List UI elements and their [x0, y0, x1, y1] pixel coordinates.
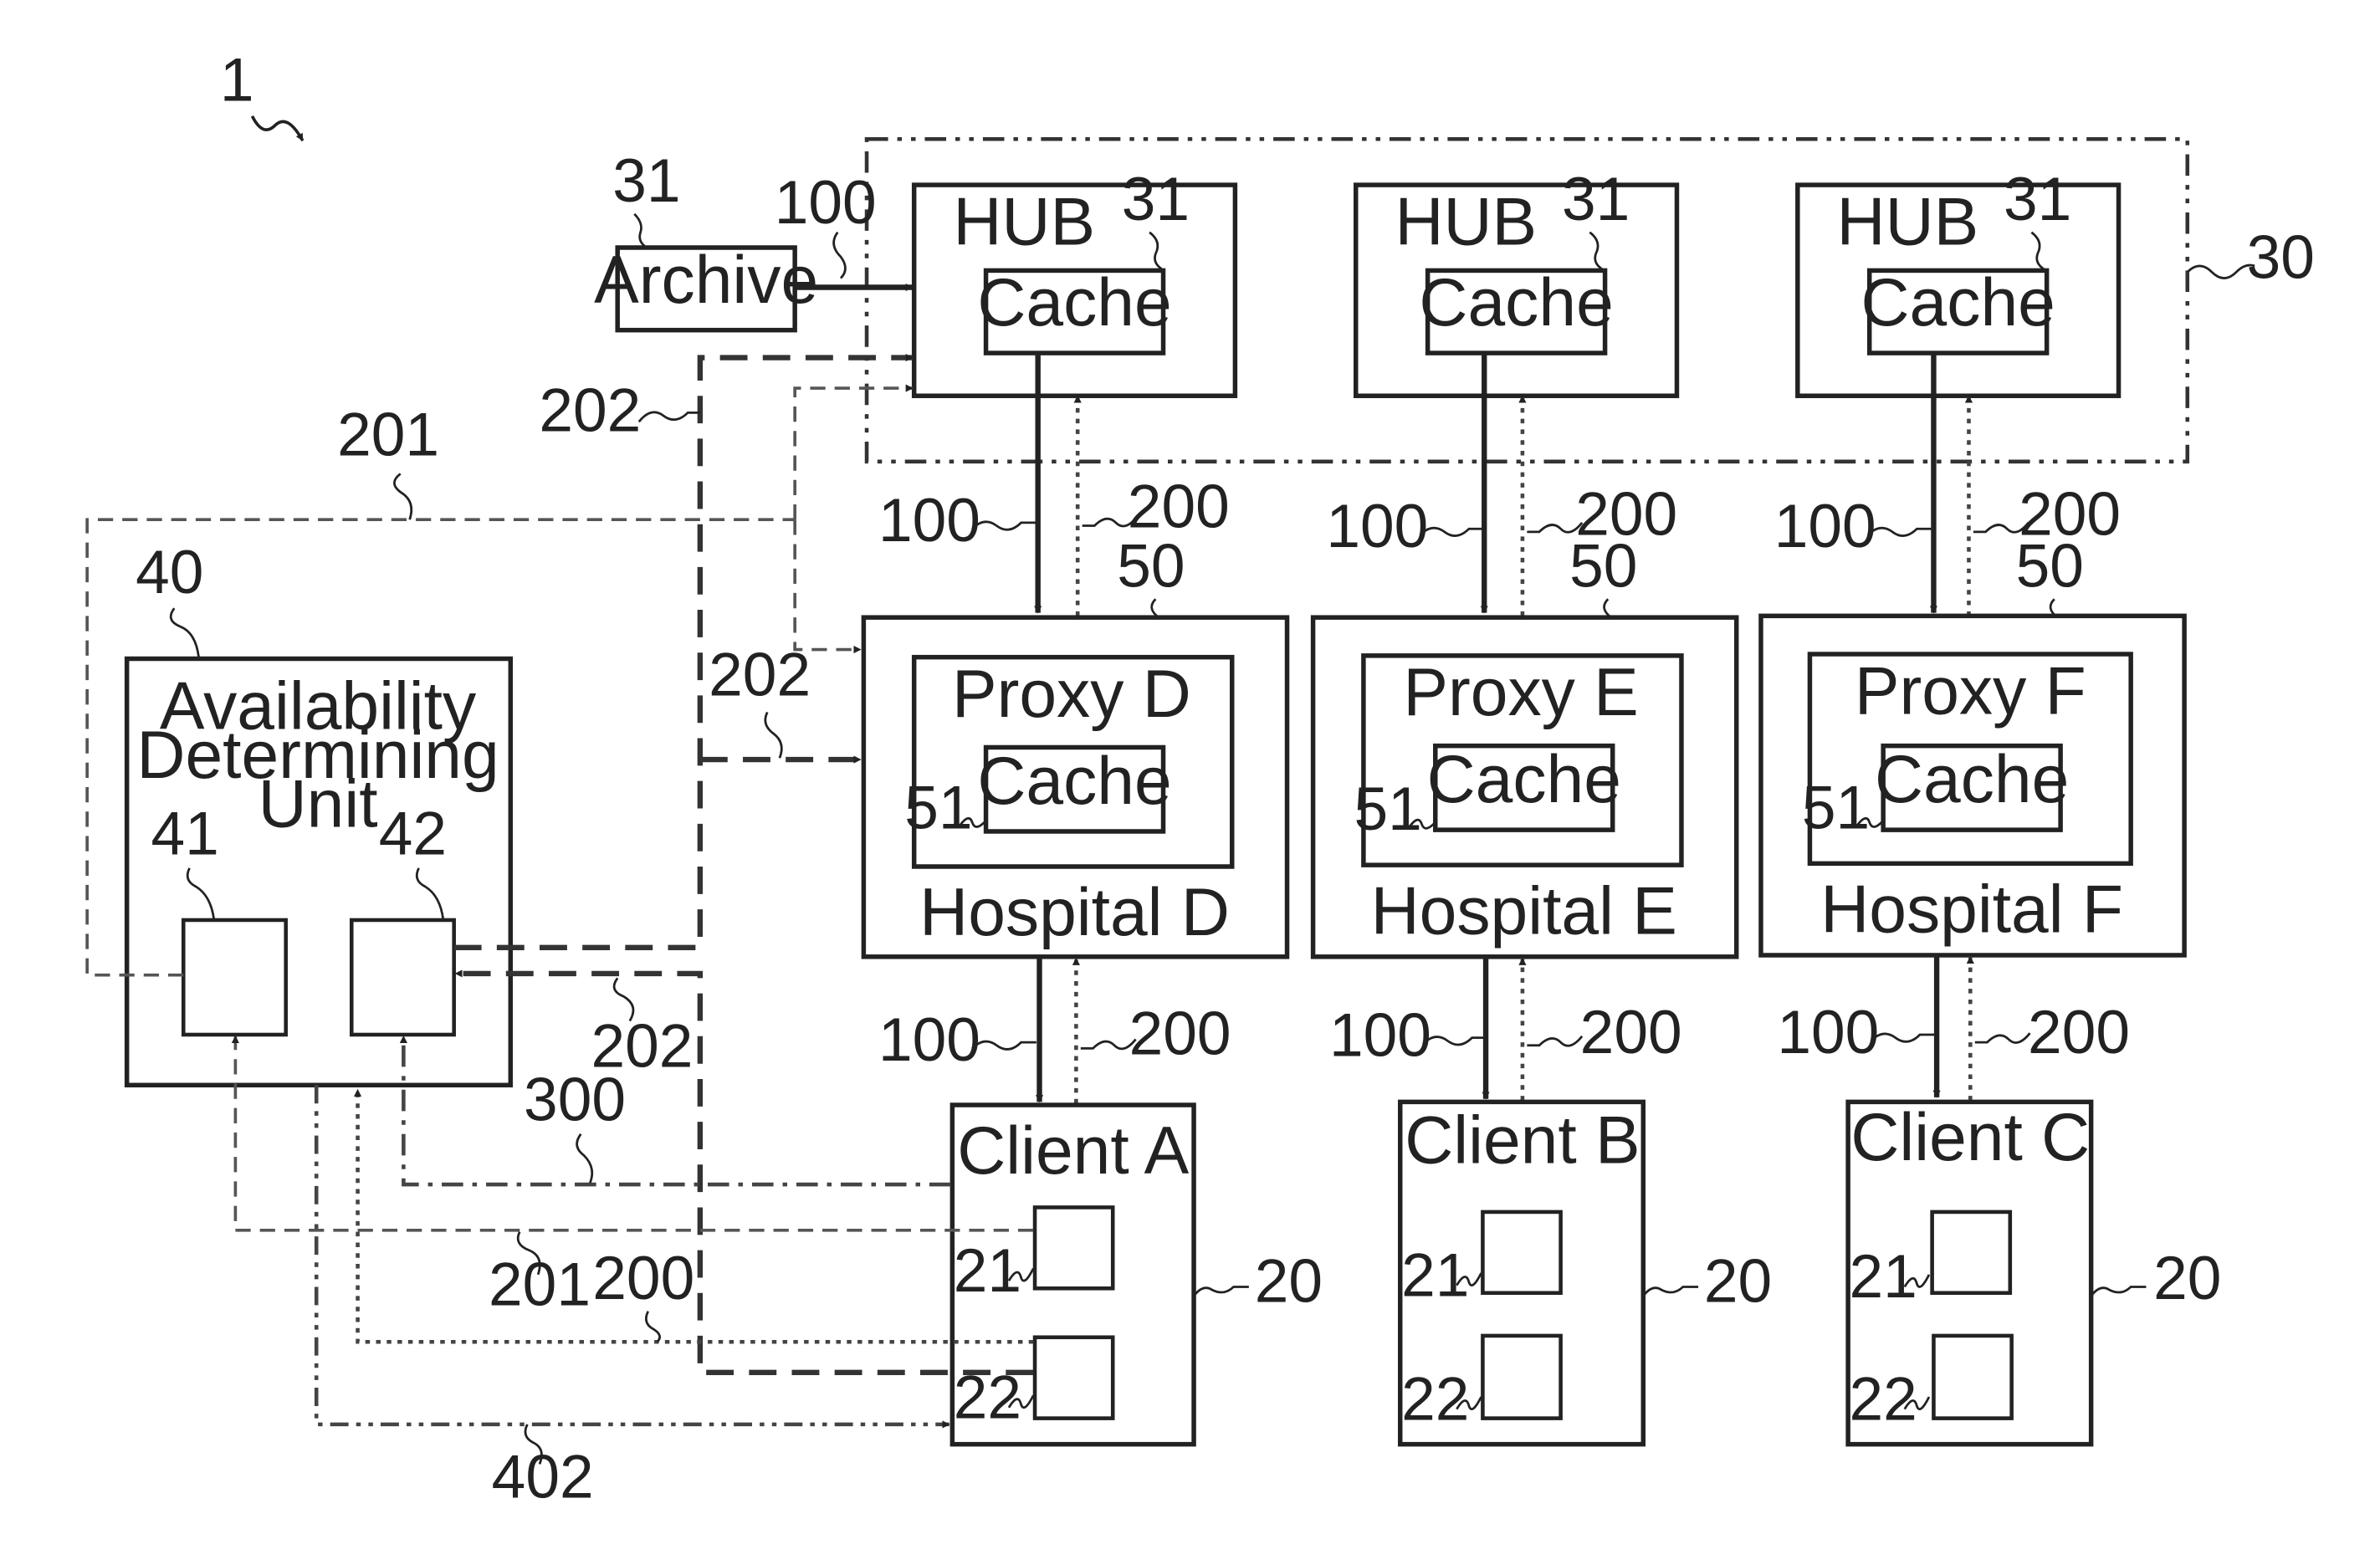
hub-cache-ref: 31	[1122, 166, 1190, 233]
link-down-ref: 100	[1777, 999, 1879, 1066]
sub-unit-41-ref: 41	[151, 800, 218, 867]
client-c: Client C 21 22 20	[1848, 1100, 2221, 1445]
hub-group-leader	[2188, 265, 2255, 279]
availability-unit-title-line3: Unit	[258, 766, 378, 841]
link-up-ref: 200	[1129, 1000, 1231, 1068]
link-up-ref: 200	[2028, 999, 2130, 1066]
proxy-cache-ref: 51	[1802, 774, 1870, 841]
proxy-cache-ref: 51	[1354, 775, 1421, 843]
link-200-lower-ref: 200	[592, 1245, 694, 1312]
client-unit2-ref: 22	[1850, 1365, 1917, 1433]
client-label: Client A	[957, 1113, 1189, 1189]
hub-label: HUB	[1395, 184, 1537, 259]
hospital-label: Hospital F	[1820, 872, 2123, 948]
hospital-label: Hospital E	[1371, 873, 1677, 949]
hub-cache-ref: 31	[2004, 166, 2071, 233]
client-unit1-ref: 21	[1850, 1243, 1917, 1311]
archive-link-ref: 100	[775, 169, 877, 237]
unit-to-hub-link-202: 202 202	[454, 358, 913, 948]
link-down-ref: 100	[1774, 493, 1876, 560]
link-down-ref: 100	[878, 487, 980, 555]
client-a: Client A 21 22 20	[952, 1105, 1323, 1445]
hub-label: HUB	[953, 184, 1095, 259]
hub-f: HUB 31 Cache	[1798, 166, 2119, 396]
client-unit1-ref: 21	[954, 1237, 1021, 1305]
proxy-cache-label: Cache	[1875, 742, 2069, 817]
proxy-label: Proxy E	[1403, 655, 1638, 730]
hospital-d: 50 Proxy D Cache 51 Hospital D	[863, 533, 1287, 957]
hub-cache-ref: 31	[1562, 166, 1630, 233]
link-down-ref: 100	[878, 1006, 980, 1074]
link-up-ref: 200	[1128, 473, 1230, 540]
client-b: Client B 21 22 20	[1400, 1102, 1772, 1444]
availability-unit-ref: 40	[136, 539, 203, 606]
client-unit1-ref: 21	[1401, 1241, 1469, 1309]
hospital-e: 50 Proxy E Cache 51 Hospital E	[1313, 533, 1737, 957]
hospital-f: 50 Proxy F Cache 51 Hospital F	[1761, 533, 2184, 955]
client-ref: 20	[2153, 1245, 2221, 1312]
hospital-ref: 50	[1117, 533, 1185, 601]
proxy-cache-label: Cache	[1427, 742, 1621, 817]
client-label: Client B	[1405, 1102, 1640, 1178]
hospital-client-link-c: 100 200	[1777, 955, 2130, 1101]
link-down-ref: 100	[1326, 493, 1428, 560]
availability-unit: 40 Availability Determining Unit 41 42	[127, 539, 511, 1085]
proxy-label: Proxy D	[952, 657, 1191, 732]
hub-cache-label: Cache	[1419, 265, 1613, 340]
client-ref: 20	[1704, 1248, 1772, 1316]
hospital-label: Hospital D	[919, 875, 1230, 950]
hub-label: HUB	[1837, 184, 1979, 259]
hub-cache-label: Cache	[1861, 265, 2055, 340]
hub-e: HUB 31 Cache	[1356, 166, 1677, 396]
link-up-ref: 200	[1580, 999, 1682, 1066]
hub-cache-label: Cache	[977, 265, 1171, 340]
figure-ref-label: 1	[220, 47, 254, 115]
proxy-label: Proxy F	[1855, 653, 2086, 729]
client-label: Client C	[1850, 1100, 2090, 1175]
client-ref: 20	[1255, 1248, 1323, 1316]
hospital-ref: 50	[1569, 533, 1637, 601]
link-202-hospital-ref: 202	[709, 641, 811, 708]
hub-d: HUB 31 Cache	[914, 166, 1236, 396]
figure-ref: 1	[220, 47, 303, 141]
client-to-unit-link-200: 200	[358, 1090, 1034, 1342]
client-unit2-ref: 22	[1401, 1365, 1469, 1433]
link-201-top-ref: 201	[337, 401, 439, 468]
hospital-ref: 50	[2016, 533, 2084, 601]
hospital-client-link-a: 100 200	[878, 957, 1231, 1103]
archive-ref: 31	[612, 147, 680, 215]
proxy-cache-ref: 51	[904, 774, 972, 841]
link-down-ref: 100	[1329, 1002, 1431, 1070]
link-300-ref: 300	[524, 1066, 626, 1133]
sub-unit-42-ref: 42	[379, 800, 447, 867]
link-202-upper-ref: 202	[539, 376, 641, 444]
hub-group-ref: 30	[2247, 224, 2315, 292]
archive-label: Archive	[594, 243, 818, 318]
hospital-client-link-b: 100 200	[1329, 957, 1682, 1101]
proxy-cache-label: Cache	[977, 744, 1171, 819]
